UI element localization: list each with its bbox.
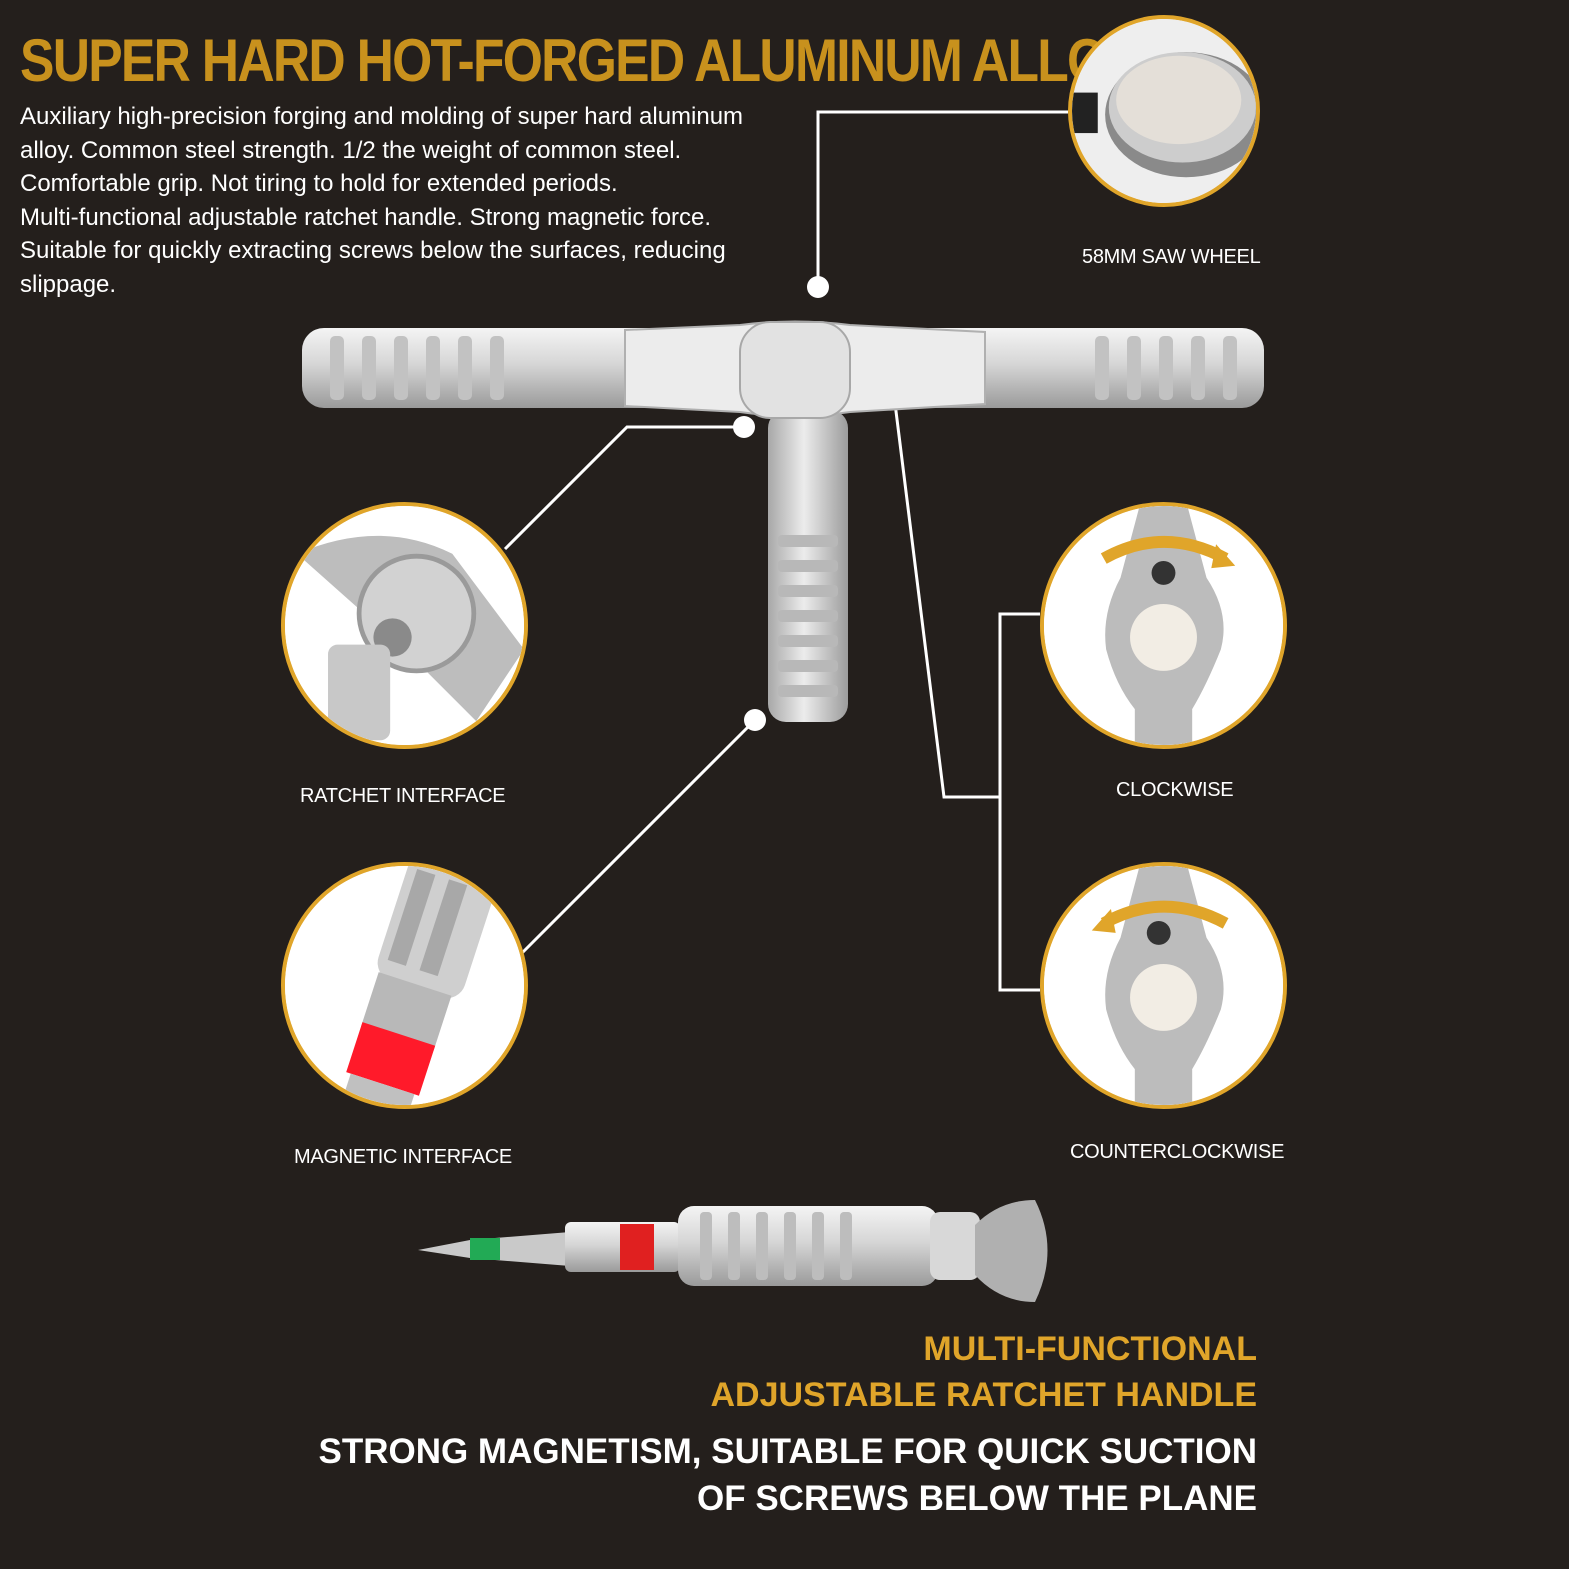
- footer-title-line: MULTI-FUNCTIONAL: [923, 1330, 1257, 1368]
- description-line: Auxiliary high-precision forging and mol…: [20, 103, 744, 130]
- clockwise-photo: [1040, 502, 1287, 749]
- caption-counterclockwise: COUNTERCLOCKWISE: [1070, 1141, 1285, 1163]
- description-line: alloy. Common steel strength. 1/2 the we…: [20, 136, 682, 164]
- description-line: slippage.: [20, 270, 117, 298]
- right-grip: [1095, 336, 1237, 400]
- description-line: Comfortable grip. Not tiring to hold for…: [20, 170, 618, 198]
- left-grip: [330, 336, 504, 400]
- screwdriver-illustration: [418, 1200, 1048, 1302]
- ratchet-interface-photo: [281, 502, 528, 749]
- description-line: Multi-functional adjustable ratchet hand…: [20, 203, 712, 231]
- footer-title-line: ADJUSTABLE RATCHET HANDLE: [710, 1376, 1257, 1414]
- saw-wheel-photo: [1068, 15, 1260, 207]
- description-line: Suitable for quickly extracting screws b…: [20, 237, 726, 265]
- footer-title: MULTI-FUNCTIONAL ADJUSTABLE RATCHET HAND…: [710, 1326, 1257, 1418]
- screwdriver-grip: [700, 1212, 852, 1280]
- shaft-grip: [778, 535, 838, 697]
- caption-saw-wheel: 58MM SAW WHEEL: [1082, 246, 1261, 268]
- footer-subtitle-line: STRONG MAGNETISM, SUITABLE FOR QUICK SUC…: [318, 1432, 1257, 1471]
- description: Auxiliary high-precision forging and mol…: [20, 100, 820, 302]
- footer-subtitle: STRONG MAGNETISM, SUITABLE FOR QUICK SUC…: [318, 1428, 1257, 1522]
- connector-lines: [503, 110, 1068, 992]
- footer-subtitle-line: OF SCREWS BELOW THE PLANE: [697, 1479, 1257, 1518]
- counterclockwise-photo: [1040, 862, 1287, 1109]
- magnetic-interface-photo: [281, 862, 528, 1109]
- t-handle-illustration: [302, 320, 1264, 722]
- caption-ratchet-interface: RATCHET INTERFACE: [300, 785, 506, 807]
- caption-magnetic-interface: MAGNETIC INTERFACE: [294, 1146, 512, 1168]
- caption-clockwise: CLOCKWISE: [1116, 779, 1234, 801]
